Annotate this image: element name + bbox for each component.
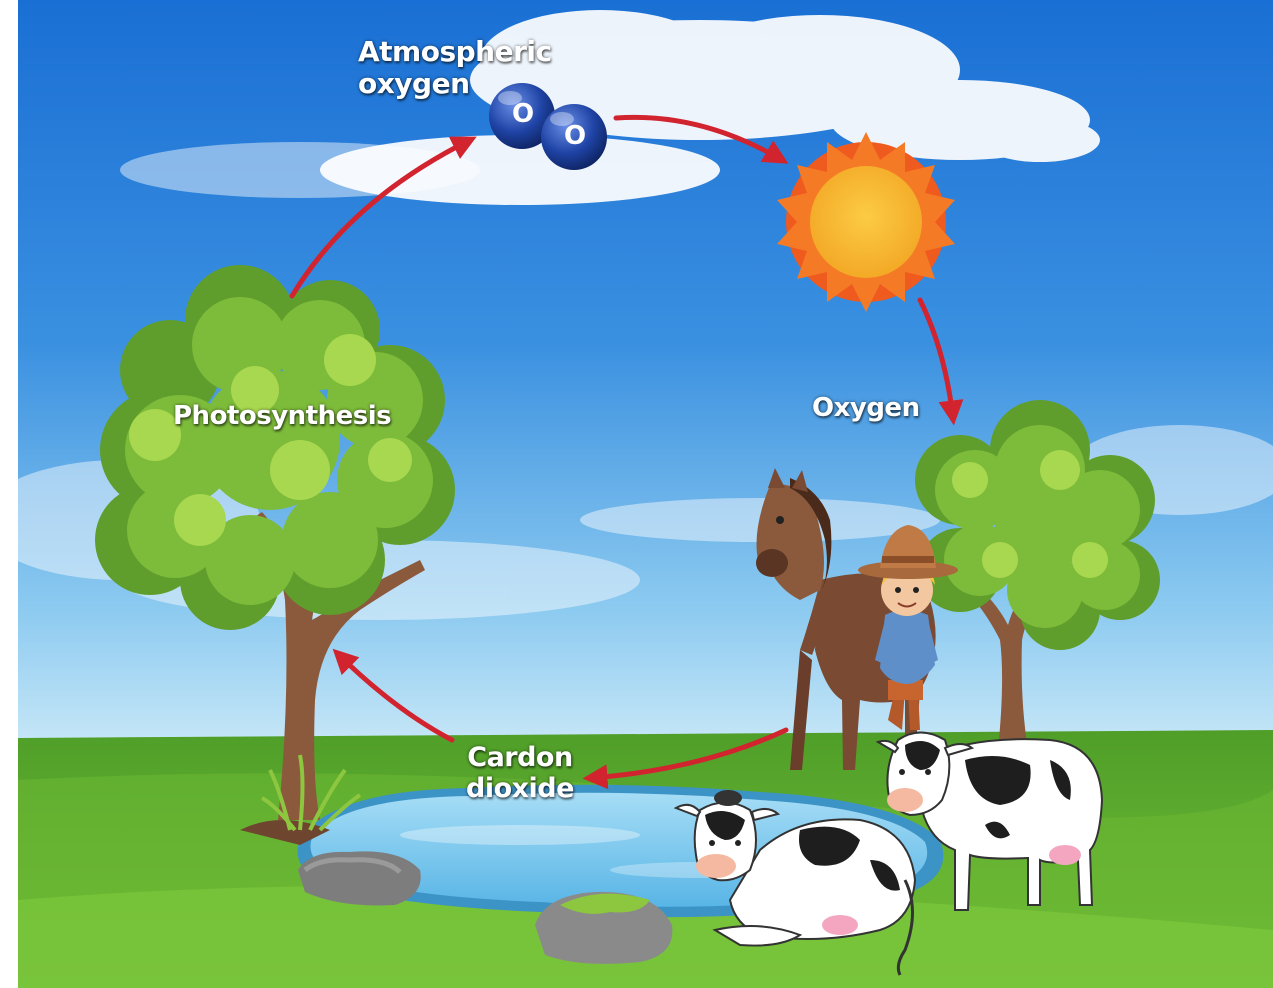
atom-label-2: O (564, 121, 586, 151)
label-atmospheric-oxygen: Atmospheric oxygen (358, 36, 552, 100)
label-atmospheric-oxygen-line2: oxygen (358, 68, 552, 100)
label-oxygen: Oxygen (812, 394, 920, 424)
label-carbon-dioxide-line2: dioxide (466, 773, 574, 804)
label-carbon-dioxide-line1: Cardon (466, 742, 574, 773)
label-atmospheric-oxygen-line1: Atmospheric (358, 36, 552, 68)
atom-label-1: O (512, 99, 534, 129)
label-carbon-dioxide: Cardon dioxide (466, 742, 574, 804)
label-photosynthesis: Photosynthesis (173, 402, 391, 432)
